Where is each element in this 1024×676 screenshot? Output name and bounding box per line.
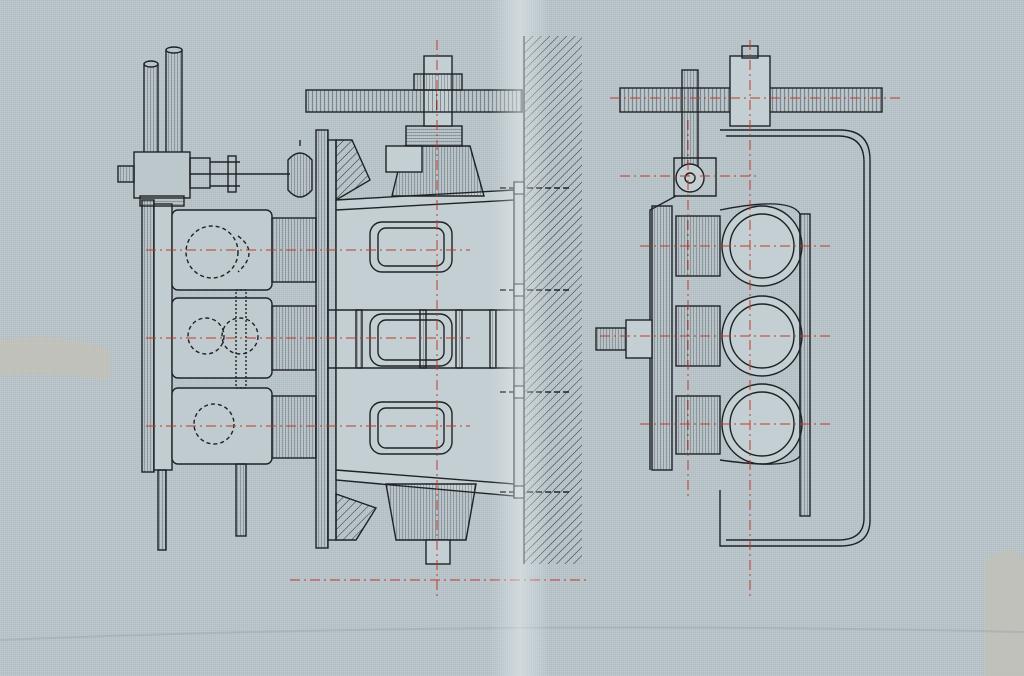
inspection-window-bottom (369, 401, 453, 455)
frame-plate (315, 129, 329, 549)
end-exhaust-pipe (681, 69, 699, 171)
end-right-rod (799, 213, 811, 517)
cylinder-frame-left-plate (141, 199, 155, 473)
paper-crease-sheen (490, 0, 550, 676)
lower-bracket (335, 493, 378, 541)
valve-block (117, 151, 290, 199)
end-elevation (595, 40, 900, 600)
end-centerlines (600, 40, 900, 600)
side-elevation (117, 36, 586, 596)
paper-stain (0, 336, 110, 380)
vertical-shaft-bottom (425, 539, 451, 565)
bottom-bearing (385, 483, 477, 541)
upper-bracket (335, 139, 371, 202)
outer-casing (719, 129, 871, 547)
end-shaft-stub (595, 327, 627, 351)
end-valve-body (675, 163, 705, 193)
paper-stain-right (985, 550, 1024, 676)
governor (287, 140, 313, 198)
spur-gear-side (305, 89, 523, 113)
inspection-window-top (369, 221, 453, 273)
inspection-window-middle (369, 313, 453, 367)
